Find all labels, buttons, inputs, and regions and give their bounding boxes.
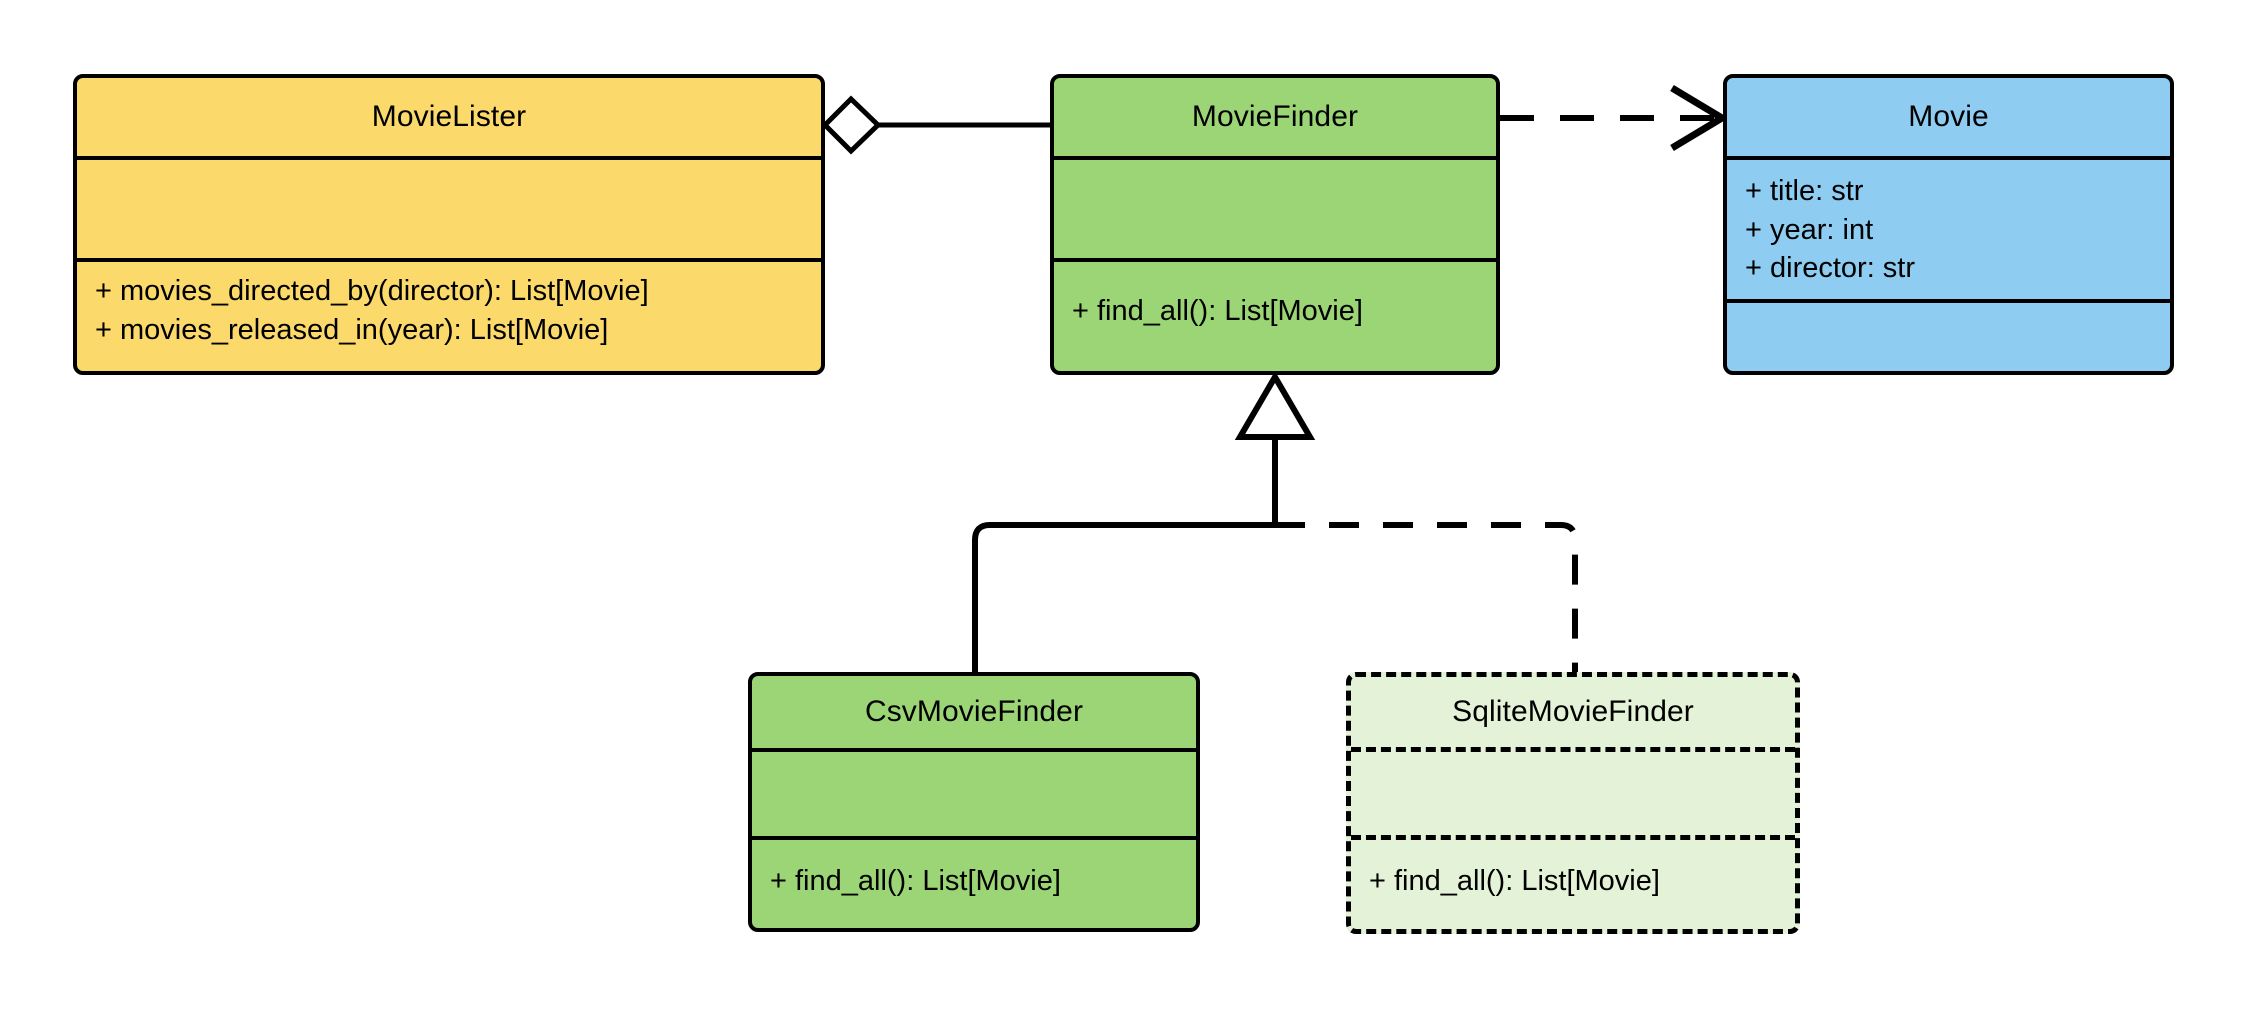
edge-generalization-trunk (1234, 371, 1316, 525)
method-item: + find_all(): List[Movie] (1369, 865, 1660, 897)
class-methods-moviefinder: + find_all(): List[Movie] (1054, 258, 1496, 371)
class-attributes-moviefinder (1054, 156, 1496, 258)
class-box-movielister[interactable]: MovieLister + movies_directed_by(directo… (73, 74, 825, 375)
edge-generalization-sqlitemoviefinder (1275, 522, 1578, 672)
class-attributes-csvmoviefinder (752, 748, 1196, 836)
attribute-item: + title: str (1745, 175, 1864, 207)
class-methods-csvmoviefinder: + find_all(): List[Movie] (752, 836, 1196, 928)
class-attributes-sqlitemoviefinder (1351, 747, 1795, 835)
method-item: + find_all(): List[Movie] (770, 865, 1061, 897)
class-title-movie: Movie (1908, 100, 1989, 133)
class-box-moviefinder[interactable]: MovieFinder + find_all(): List[Movie] (1050, 74, 1500, 375)
edge-aggregation-movielister-moviefinder (821, 95, 1050, 155)
class-box-csvmoviefinder[interactable]: CsvMovieFinder + find_all(): List[Movie] (748, 672, 1200, 932)
class-attributes-movie: + title: str + year: int + director: str (1727, 156, 2170, 299)
class-methods-movie (1727, 299, 2170, 371)
open-arrow-icon (1670, 84, 1729, 152)
hollow-diamond-icon (821, 95, 882, 155)
method-item: + find_all(): List[Movie] (1072, 295, 1363, 327)
class-attributes-movielister (77, 156, 821, 258)
class-box-sqlitemoviefinder[interactable]: SqliteMovieFinder + find_all(): List[Mov… (1346, 672, 1800, 934)
class-box-movie[interactable]: Movie + title: str + year: int + directo… (1723, 74, 2174, 375)
class-title-csvmoviefinder: CsvMovieFinder (864, 695, 1084, 728)
attribute-item: + director: str (1745, 252, 1916, 285)
attribute-item: + year: int (1745, 213, 1874, 246)
edge-generalization-csvmoviefinder (972, 522, 1275, 672)
method-item: + movies_released_in(year): List[Movie] (95, 313, 609, 346)
generalization-branch-solid (972, 522, 1275, 672)
generalization-branch-dashed (1275, 522, 1578, 672)
class-methods-movielister: + movies_directed_by(director): List[Mov… (77, 258, 821, 371)
class-title-sqlitemoviefinder: SqliteMovieFinder (1452, 695, 1694, 728)
class-methods-sqlitemoviefinder: + find_all(): List[Movie] (1351, 835, 1795, 929)
method-item: + movies_directed_by(director): List[Mov… (95, 275, 649, 307)
hollow-triangle-icon (1234, 371, 1316, 440)
edge-dependency-moviefinder-movie (1500, 84, 1729, 152)
class-title-movielister: MovieLister (371, 100, 527, 133)
class-title-moviefinder: MovieFinder (1191, 100, 1359, 133)
